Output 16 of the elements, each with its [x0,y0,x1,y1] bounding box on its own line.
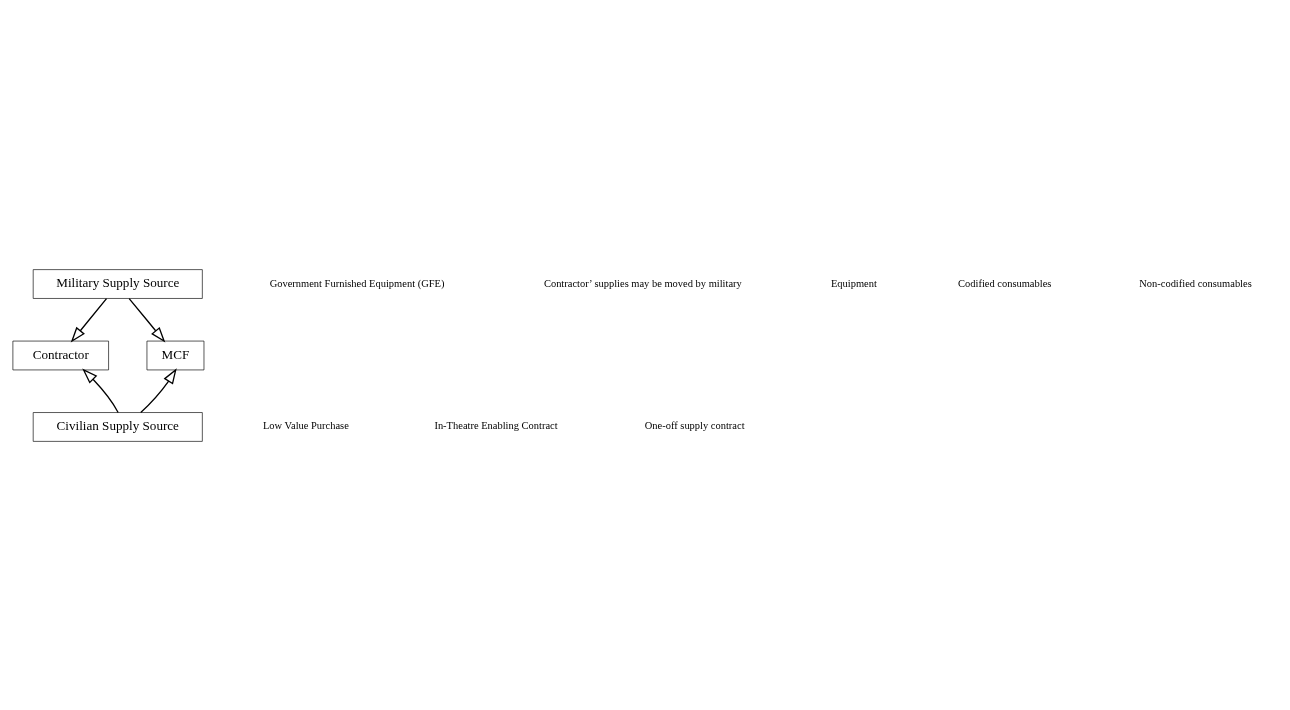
node-box: MCF [146,340,205,370]
arrow [70,297,108,343]
arrow [128,297,166,343]
node-box: Civilian Supply Source [32,411,203,442]
label: One-off supply contract [644,419,745,431]
node-box: Military Supply Source [32,268,203,299]
arrow [140,367,177,413]
label: Contractor’ supplies may be moved by military [543,277,742,289]
arrow [82,368,119,413]
label: In-Theatre Enabling Contract [434,419,558,431]
label: Codified consumables [958,277,1052,289]
label: Low Value Purchase [262,419,349,431]
node-box: Contractor [12,340,109,370]
label: Government Furnished Equipment (GFE) [269,277,445,289]
label: Non-codified consumables [1139,277,1252,289]
label: Equipment [830,277,877,289]
